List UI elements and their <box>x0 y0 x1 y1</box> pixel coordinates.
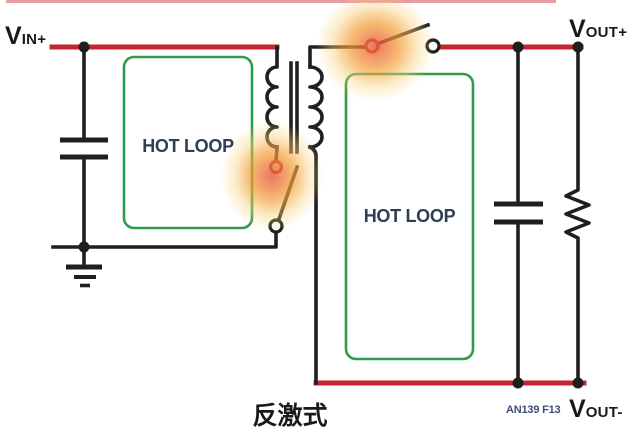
vout-plus-main: V <box>569 15 586 43</box>
primary-switch-icon <box>268 159 284 175</box>
load-resistor-icon <box>564 45 591 385</box>
vout-minus-sub: OUT- <box>585 404 623 421</box>
vout-plus-sub: OUT+ <box>585 24 628 41</box>
primary-switch-lead <box>274 145 279 163</box>
junction-dot-icon <box>512 41 524 53</box>
image-top-edge-strip <box>6 0 556 3</box>
primary-switch-open-terminal <box>268 218 284 234</box>
transformer-secondary-winding <box>308 65 324 149</box>
primary-switch-blade <box>276 164 300 222</box>
junction-dot-icon <box>572 41 584 53</box>
hot-loop-label-right: HOT LOOP <box>363 206 456 226</box>
vin-label: V IN+ <box>5 22 47 50</box>
junction-dot-icon <box>572 377 584 389</box>
secondary-bottom-lead <box>307 144 318 385</box>
secondary-switch-open-terminal <box>425 38 441 54</box>
junction-dot-icon <box>512 377 524 389</box>
vout-minus-label: V OUT- <box>569 395 623 423</box>
vout-plus-label: V OUT+ <box>569 15 628 43</box>
junction-dot-icon <box>78 241 90 253</box>
junction-dot-icon <box>78 41 90 53</box>
caption-flyback: 反激式 <box>252 402 328 430</box>
secondary-top-lead <box>308 45 368 69</box>
vin-label-sub: IN+ <box>21 31 47 48</box>
hot-loop-label-left: HOT LOOP <box>142 136 234 156</box>
figure-reference: AN139 F13 <box>506 404 561 416</box>
vout-minus-main: V <box>569 395 586 423</box>
transformer-primary-winding <box>265 45 279 149</box>
primary-return-wire <box>51 230 278 249</box>
vin-label-main: V <box>5 22 22 50</box>
secondary-switch-blade <box>374 22 431 47</box>
secondary-switch-icon <box>364 38 380 54</box>
